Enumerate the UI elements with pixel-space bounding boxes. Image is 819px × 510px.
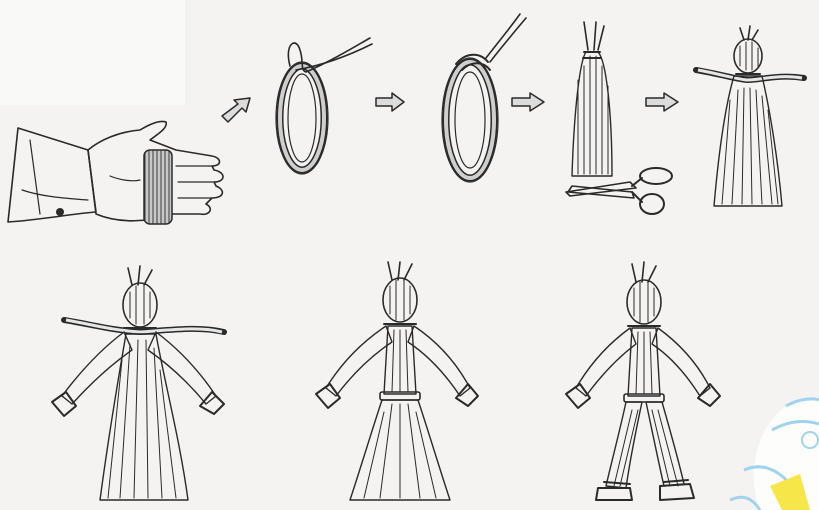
scissors-cutting-threads-icon bbox=[566, 22, 672, 214]
thread-loop-icon bbox=[276, 38, 372, 174]
hand-wrapped-with-thread-icon bbox=[8, 121, 223, 224]
step-arrow-icon bbox=[222, 98, 250, 122]
thread-doll-arms-icon bbox=[52, 266, 224, 500]
corner-cartoon-decoration bbox=[730, 398, 819, 510]
thread-doll-legs-icon bbox=[566, 262, 720, 500]
step-arrow-icon bbox=[646, 93, 678, 111]
step-arrow-icon bbox=[376, 93, 404, 111]
step-arrow-icon bbox=[512, 93, 544, 111]
thread-doll-skirt-icon bbox=[316, 262, 478, 500]
paper-patch bbox=[0, 0, 185, 105]
doll-head-arms-icon bbox=[696, 26, 804, 206]
